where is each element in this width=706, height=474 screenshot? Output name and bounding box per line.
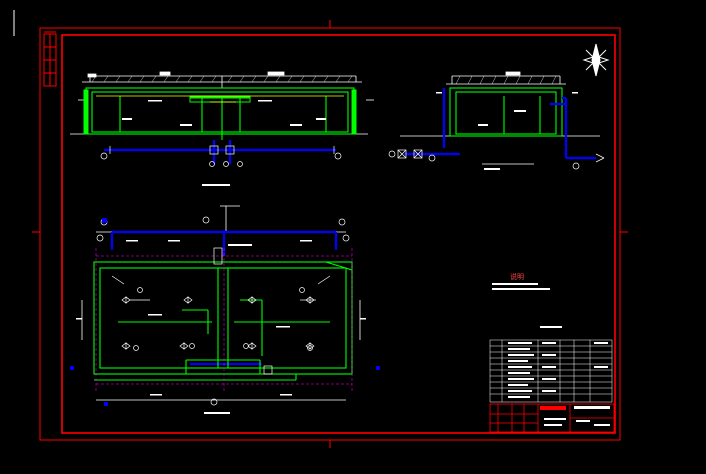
binding-strip xyxy=(43,33,57,87)
section-view-side xyxy=(388,71,605,170)
section-view-main xyxy=(70,71,374,186)
materials-table xyxy=(489,326,613,403)
notes-heading: 说明 xyxy=(510,272,524,281)
notes-block: 说明 xyxy=(492,272,550,290)
plan-view xyxy=(70,205,380,414)
north-arrow-icon xyxy=(582,43,610,77)
title-block xyxy=(489,403,615,433)
sheet-edge-ticks xyxy=(13,10,628,448)
